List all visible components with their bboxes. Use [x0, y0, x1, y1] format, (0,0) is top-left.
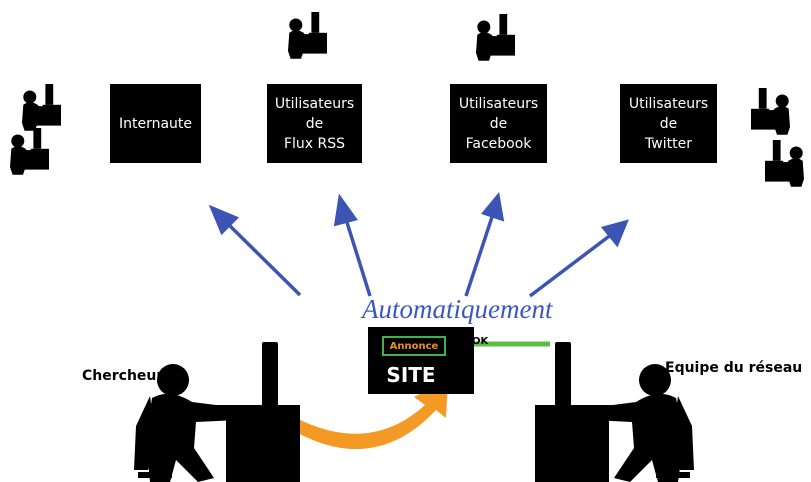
site-label: SITE — [386, 363, 436, 387]
submission-arrow — [296, 380, 448, 450]
box-facebook-line-2: de — [489, 115, 508, 132]
user-icon-right-2 — [765, 140, 804, 187]
box-facebook-line-3: Facebook — [465, 135, 532, 152]
arrow-head-internaute — [208, 204, 240, 236]
user-icon-facebook — [476, 14, 515, 61]
box-flux-rss: Utilisateurs de Flux RSS — [267, 84, 362, 163]
chercheur-label: Chercheur — [82, 368, 164, 384]
automatiquement-label: Automatiquement — [362, 294, 553, 324]
box-twitter-line-3: Twitter — [645, 135, 692, 152]
box-internaute: Internaute — [110, 84, 201, 163]
user-icon-left-2 — [10, 128, 49, 175]
site-box: Annonce SITE — [368, 327, 474, 394]
ok-label: OK — [472, 336, 489, 347]
equipe-label: Equipe du réseau — [665, 360, 803, 376]
arrow-head-facebook — [481, 191, 505, 222]
researcher-silhouette — [134, 342, 300, 482]
annonce-badge: Annonce — [382, 336, 446, 356]
box-twitter-line-1: Utilisateurs — [628, 95, 709, 112]
user-icon-right-1 — [751, 88, 790, 135]
arrow-to-rss — [343, 215, 372, 297]
box-twitter-line-2: de — [659, 115, 678, 132]
distribution-arrows — [208, 191, 629, 298]
arrow-head-rss — [333, 193, 358, 227]
arrow-head-twitter — [600, 219, 629, 248]
arrow-to-facebook — [464, 213, 495, 297]
box-internaute-line-1: Internaute — [118, 115, 193, 132]
box-facebook: Utilisateurs de Facebook — [450, 84, 547, 163]
user-icon-left-1 — [22, 84, 61, 131]
arrow-to-twitter — [528, 232, 614, 298]
box-facebook-line-1: Utilisateurs — [458, 95, 539, 112]
user-icon-rss — [288, 12, 327, 59]
box-rss-line-3: Flux RSS — [283, 135, 346, 152]
network-team-silhouette — [535, 342, 694, 482]
arrow-to-internaute — [224, 220, 302, 297]
box-twitter: Utilisateurs de Twitter — [620, 84, 717, 163]
box-rss-line-2: de — [305, 115, 324, 132]
box-rss-line-1: Utilisateurs — [274, 95, 355, 112]
